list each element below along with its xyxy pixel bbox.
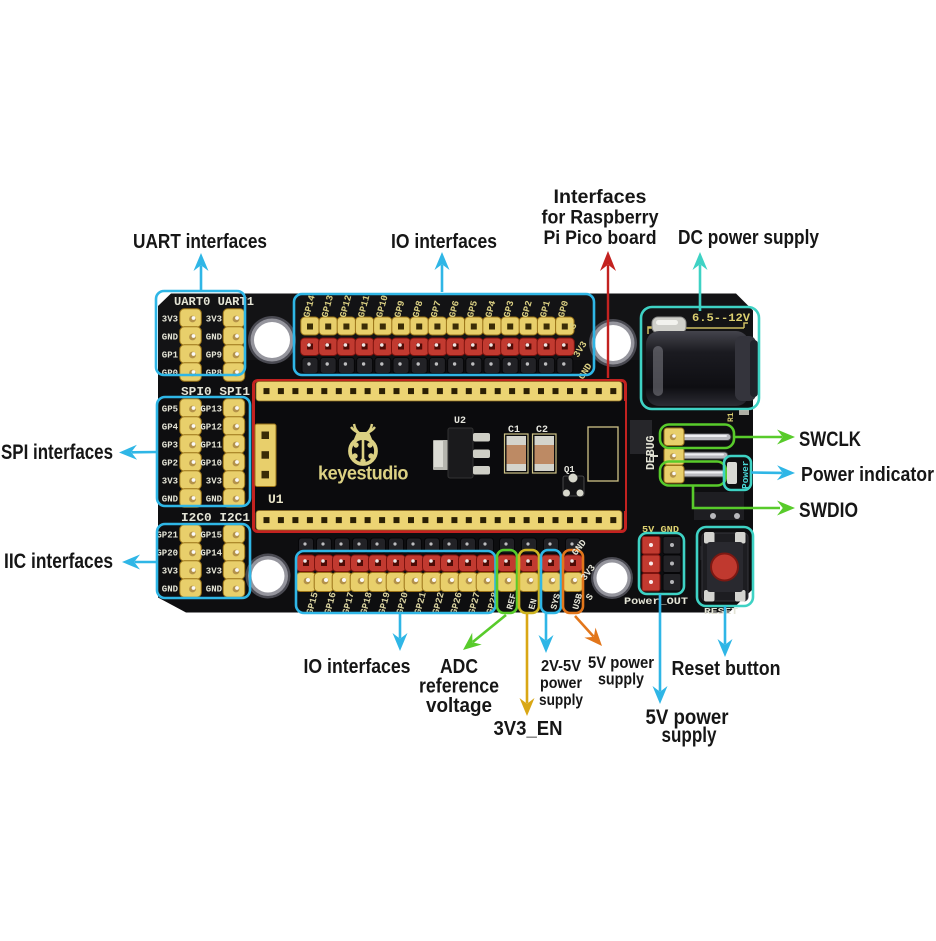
svg-text:GND: GND (162, 495, 179, 505)
svg-text:UART interfaces: UART interfaces (133, 231, 267, 253)
svg-text:supply: supply (598, 671, 645, 689)
svg-text:U1: U1 (268, 492, 284, 507)
svg-text:Power indicator: Power indicator (801, 464, 934, 486)
svg-text:3V3: 3V3 (162, 315, 178, 325)
svg-text:Power_OUT: Power_OUT (624, 597, 688, 608)
svg-text:Reset button: Reset button (672, 658, 781, 680)
svg-text:Pi Pico board: Pi Pico board (544, 228, 657, 249)
svg-text:power: power (540, 675, 582, 692)
svg-text:GP5: GP5 (162, 405, 178, 415)
svg-text:6.5--12V: 6.5--12V (692, 313, 750, 325)
svg-text:SWDIO: SWDIO (799, 499, 858, 522)
svg-text:U2: U2 (454, 416, 466, 427)
svg-text:Power: Power (740, 460, 751, 489)
svg-text:GP1: GP1 (162, 351, 179, 361)
svg-text:UART0 UART1: UART0 UART1 (174, 295, 254, 309)
svg-text:DC power supply: DC power supply (678, 227, 820, 249)
svg-text:GP11: GP11 (200, 441, 222, 451)
svg-text:SPI interfaces: SPI interfaces (1, 441, 113, 464)
svg-text:supply: supply (662, 724, 717, 747)
svg-text:3V3: 3V3 (206, 567, 222, 577)
svg-text:GP15: GP15 (200, 531, 222, 541)
svg-text:IO interfaces: IO interfaces (391, 231, 497, 253)
svg-text:GND: GND (162, 333, 179, 343)
svg-text:GP9: GP9 (206, 351, 222, 361)
svg-text:voltage: voltage (426, 695, 492, 717)
svg-text:Q1: Q1 (564, 465, 575, 475)
svg-text:2V-5V: 2V-5V (541, 658, 581, 675)
svg-text:supply: supply (539, 692, 583, 709)
svg-text:GP14: GP14 (200, 549, 222, 559)
svg-text:GND: GND (206, 585, 223, 595)
svg-text:GP3: GP3 (162, 441, 178, 451)
svg-text:GP21: GP21 (156, 531, 178, 541)
svg-text:GP0: GP0 (162, 369, 178, 379)
svg-text:GP4: GP4 (162, 423, 179, 433)
svg-text:5V power: 5V power (588, 654, 655, 672)
svg-text:SWCLK: SWCLK (799, 428, 861, 451)
svg-text:GND: GND (206, 495, 223, 505)
svg-text:3V3: 3V3 (162, 567, 178, 577)
svg-text:GP20: GP20 (156, 549, 178, 559)
svg-text:GP8: GP8 (206, 369, 222, 379)
svg-text:GND: GND (206, 333, 223, 343)
svg-text:3V3: 3V3 (206, 477, 222, 487)
svg-text:GP10: GP10 (200, 459, 222, 469)
svg-text:Interfaces: Interfaces (554, 187, 647, 208)
svg-text:GP12: GP12 (200, 423, 222, 433)
svg-text:for Raspberry: for Raspberry (542, 208, 659, 229)
svg-text:GP13: GP13 (200, 405, 222, 415)
svg-text:IO interfaces: IO interfaces (304, 656, 411, 678)
svg-text:DEBUG: DEBUG (645, 435, 658, 470)
svg-text:keyestudio: keyestudio (318, 464, 408, 485)
svg-text:3V3_EN: 3V3_EN (494, 718, 563, 740)
svg-text:RESET: RESET (704, 606, 738, 617)
svg-text:GND: GND (162, 585, 179, 595)
svg-text:GP2: GP2 (162, 459, 178, 469)
svg-text:3V3: 3V3 (162, 477, 178, 487)
svg-text:3V3: 3V3 (206, 315, 222, 325)
svg-text:IIC interfaces: IIC interfaces (4, 550, 113, 573)
svg-text:R1: R1 (727, 412, 736, 422)
